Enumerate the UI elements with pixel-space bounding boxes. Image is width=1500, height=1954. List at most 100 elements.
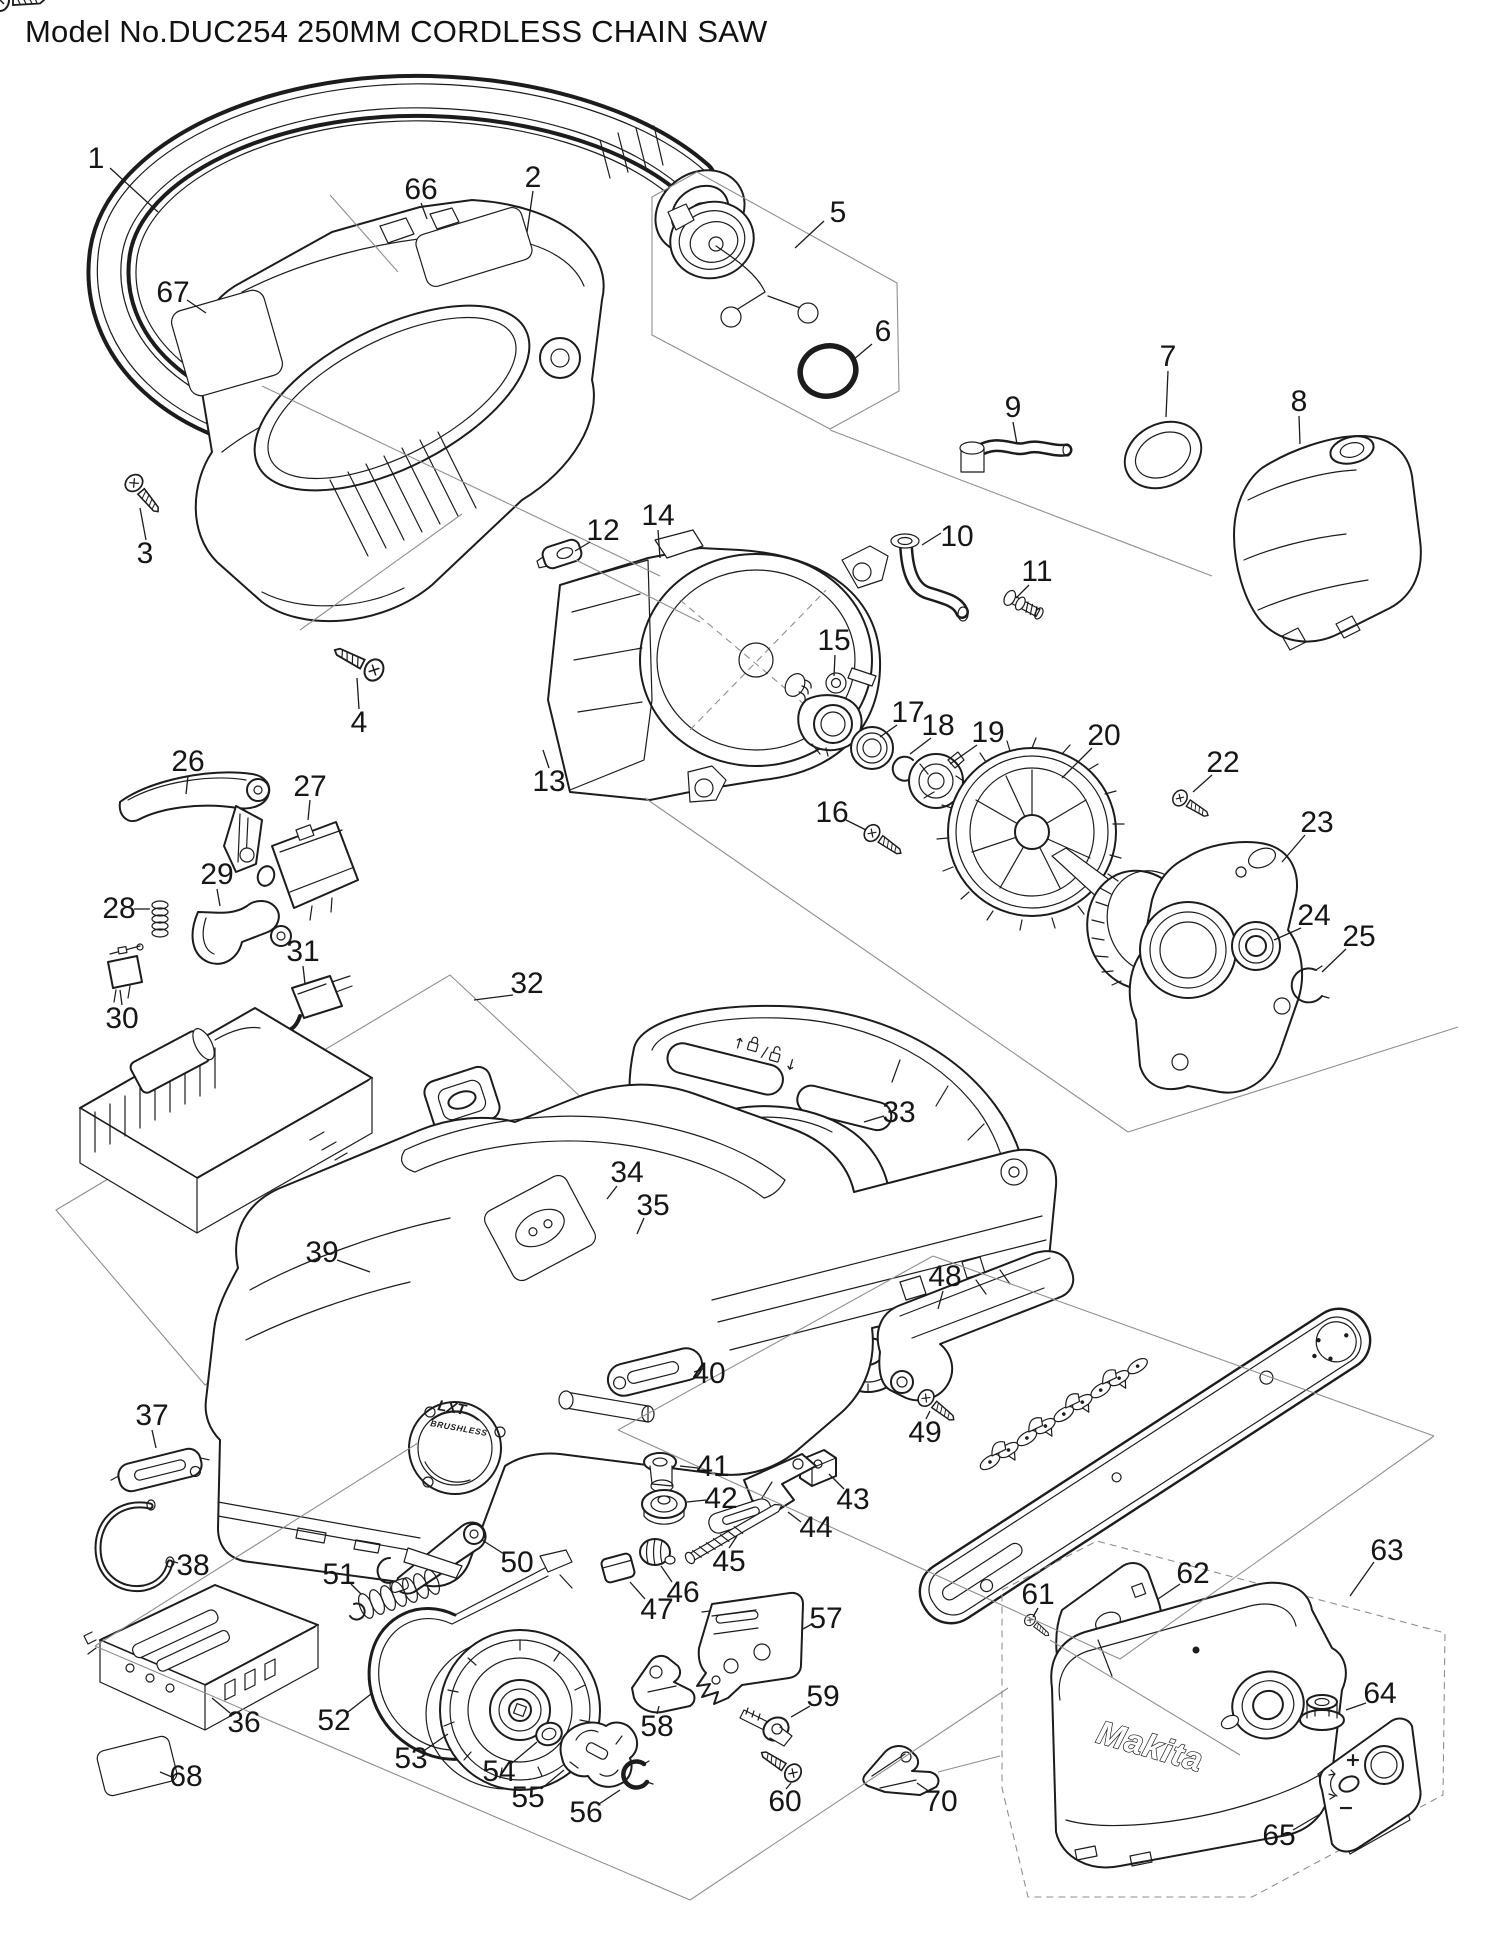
part-label-4: 4: [350, 706, 368, 739]
part-label-16: 16: [815, 796, 849, 829]
part-label-14: 14: [641, 499, 675, 532]
part-label-31: 31: [286, 935, 320, 968]
part-label-43: 43: [836, 1483, 870, 1516]
brand-badge-icon: [515, 1208, 565, 1248]
part-label-22: 22: [1206, 746, 1240, 779]
part-24-bearing: [1231, 921, 1281, 971]
part-label-48: 48: [928, 1260, 962, 1293]
part-label-12: 12: [586, 514, 620, 547]
part-36-terminal-block: [83, 1584, 319, 1731]
part-label-7: 7: [1159, 340, 1177, 373]
part-9-oil-hose: [959, 439, 1073, 473]
part-label-6: 6: [874, 315, 892, 348]
part-59-socket-bolt: [739, 1707, 793, 1747]
part-label-15: 15: [817, 624, 851, 657]
part-54-washer: [535, 1721, 563, 1747]
part-label-56: 56: [569, 1796, 603, 1829]
part-39-main-housing: LXT BRUSHLESS: [204, 1083, 1058, 1588]
part-32-controller-assembly: [55, 974, 601, 1386]
part-3-screw: [121, 470, 167, 519]
part-label-30: 30: [105, 1002, 139, 1035]
part-label-17: 17: [891, 696, 925, 729]
part-23-brake-drum-plate: [1086, 841, 1304, 1094]
part-label-33: 33: [882, 1096, 916, 1129]
sprocket-cover: Makita: [1050, 1581, 1347, 1869]
part-label-70: 70: [924, 1785, 958, 1818]
part-label-67: 67: [156, 276, 190, 309]
part-67-label-sticker: [170, 289, 284, 397]
part-29-trigger: [191, 900, 292, 965]
part-32-grommet: [423, 1065, 501, 1135]
part-label-52: 52: [317, 1704, 351, 1737]
part-41-bushing: [643, 1452, 677, 1493]
part-label-64: 64: [1363, 1677, 1397, 1710]
part-30-micro-switch: [107, 943, 144, 1003]
part-26-lock-off-lever: [118, 771, 271, 873]
part-6-o-ring: [797, 343, 859, 399]
part-label-37: 37: [135, 1399, 169, 1432]
part-label-26: 26: [171, 745, 205, 778]
part-label-62: 62: [1176, 1557, 1210, 1590]
part-57-spike-bumper: [696, 1591, 804, 1705]
guard-slash: /: [760, 1043, 771, 1062]
part-label-18: 18: [921, 709, 955, 742]
part-25-snap-ring: [1290, 965, 1330, 1004]
construction-lines: [94, 194, 1459, 1901]
part-label-36: 36: [227, 1706, 261, 1739]
part-56-e-clip: [621, 1759, 654, 1790]
part-14-motor-housing: [547, 529, 889, 803]
part-label-45: 45: [712, 1545, 746, 1578]
part-45-tension-screw: [684, 1503, 783, 1565]
part-28-spring: [151, 900, 169, 938]
part-40-latch: [606, 1347, 704, 1397]
part-label-68: 68: [169, 1760, 203, 1793]
page-title: Model No.DUC254 250MM CORDLESS CHAIN SAW: [25, 14, 768, 49]
part-label-5: 5: [829, 196, 847, 229]
part-label-29: 29: [200, 858, 234, 891]
part-13-screw: [0, 0, 45, 12]
part-2-upper-housing: [193, 199, 605, 623]
part-label-1: 1: [87, 142, 105, 175]
part-10-elbow-tube: [890, 533, 969, 622]
part-label-42: 42: [704, 1482, 738, 1515]
part-47-nut-block: [600, 1552, 636, 1584]
part-label-47: 47: [640, 1593, 674, 1626]
part-27-switch: [256, 821, 359, 921]
part-label-63: 63: [1370, 1534, 1404, 1567]
part-label-19: 19: [971, 716, 1005, 749]
part-42-dial: [641, 1489, 687, 1525]
part-label-55: 55: [511, 1781, 545, 1814]
part-22-screw: [1169, 786, 1214, 824]
part-label-44: 44: [799, 1511, 833, 1544]
part-label-58: 58: [640, 1710, 674, 1743]
part-label-49: 49: [908, 1416, 942, 1449]
part-label-65: 65: [1262, 1819, 1296, 1852]
guide-bar: [918, 1307, 1372, 1625]
leader-lines: [109, 167, 1375, 1831]
part-label-66: 66: [404, 173, 438, 206]
part-8-oil-tank: [1233, 435, 1422, 651]
part-60-screw: [755, 1743, 806, 1786]
part-65-adjuster-plate: + −: [1317, 1717, 1422, 1855]
part-15-oil-pump: [784, 667, 877, 757]
tension-minus-marking: −: [1338, 1797, 1354, 1819]
part-label-35: 35: [636, 1189, 670, 1222]
part-label-11: 11: [1021, 555, 1053, 588]
part-label-3: 3: [136, 537, 154, 570]
part-label-38: 38: [176, 1549, 210, 1582]
tension-plus-marking: +: [1345, 1749, 1361, 1771]
part-70-lever: [862, 1745, 940, 1796]
part-19-hub: [908, 751, 965, 809]
part-label-50: 50: [500, 1546, 534, 1579]
part-label-25: 25: [1342, 920, 1376, 953]
part-label-13: 13: [532, 765, 566, 798]
part-5-oil-cap-assembly: [651, 171, 900, 430]
part-label-54: 54: [482, 1755, 516, 1788]
part-label-51: 51: [322, 1558, 356, 1591]
part-label-23: 23: [1300, 806, 1334, 839]
part-label-40: 40: [692, 1357, 726, 1390]
part-label-24: 24: [1297, 899, 1331, 932]
part-label-34: 34: [610, 1156, 644, 1189]
part-46-worm-gear: [639, 1538, 676, 1566]
